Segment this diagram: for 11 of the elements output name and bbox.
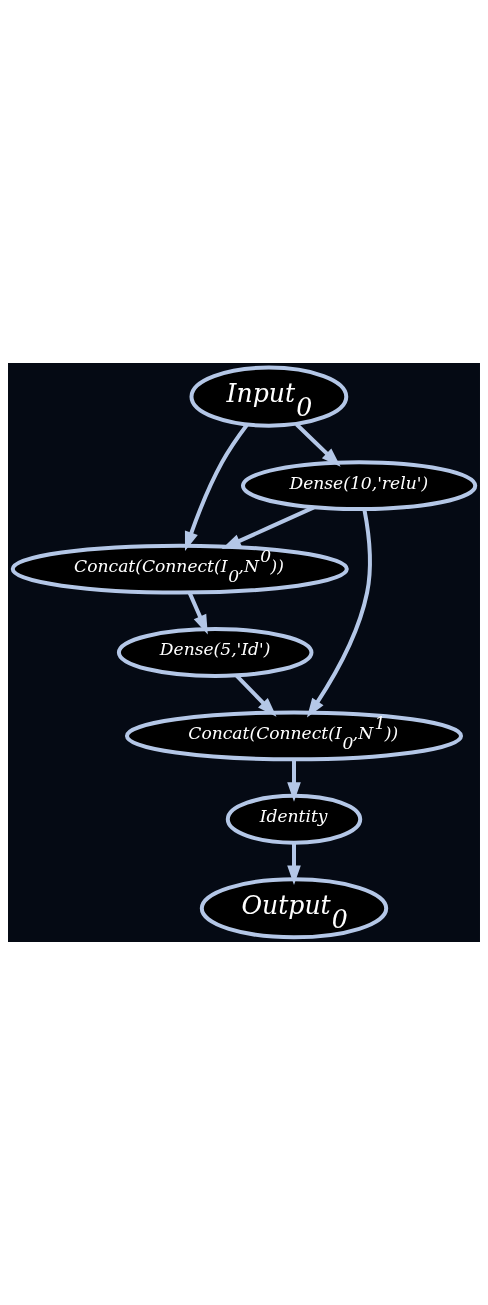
arrow <box>287 759 301 802</box>
arrow <box>184 423 249 552</box>
arrow <box>221 505 315 549</box>
node-ellipse: Dense(5,'Id') <box>116 627 314 678</box>
arrow <box>187 592 208 635</box>
node-ellipse: Dense(10,'relu') <box>241 460 478 512</box>
arrow <box>295 422 341 467</box>
arrow <box>306 508 372 718</box>
node-ellipse: Identity <box>225 793 363 845</box>
arrow <box>287 842 301 886</box>
arrow <box>234 674 277 717</box>
